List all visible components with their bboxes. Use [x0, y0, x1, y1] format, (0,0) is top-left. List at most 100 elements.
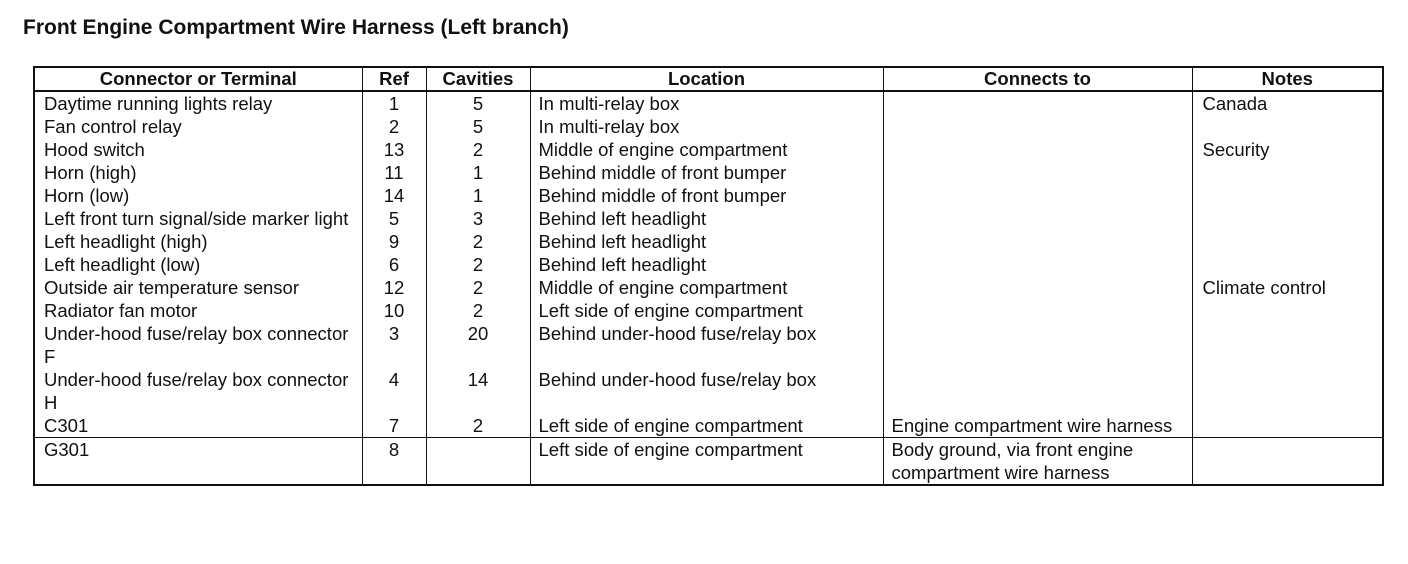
ref-cell: 13	[361, 138, 426, 161]
location-cell: Left side of engine compartment	[529, 299, 883, 322]
table-header-row: Connector or Terminal Ref Cavities Locat…	[34, 67, 1383, 92]
connects-to-cell	[882, 322, 1192, 368]
connects-to-cell: Engine compartment wire harness	[882, 414, 1192, 438]
connects-to-cell	[882, 207, 1192, 230]
table-row: Left front turn signal/side marker light…	[34, 207, 1383, 230]
notes-cell	[1191, 161, 1383, 184]
connector-cell: C301	[44, 415, 89, 436]
table-row: Under-hood fuse/relay box connector F 3 …	[34, 322, 1383, 368]
ref-cell: 7	[361, 414, 426, 438]
notes-cell	[1191, 230, 1383, 253]
connects-to-cell	[882, 161, 1192, 184]
connects-to-cell	[882, 276, 1192, 299]
ref-cell: 14	[361, 184, 426, 207]
location-cell: Behind under-hood fuse/relay box	[529, 368, 883, 414]
connector-cell: Horn (high)	[44, 162, 137, 183]
location-cell: Middle of engine compartment	[529, 138, 883, 161]
connector-cell: Daytime running lights relay	[44, 93, 273, 114]
connector-cell: Under-hood fuse/relay box connector H	[44, 369, 349, 413]
notes-cell: Canada	[1191, 91, 1383, 115]
ref-cell: 5	[361, 207, 426, 230]
notes-cell: Security	[1191, 138, 1383, 161]
cavities-cell: 5	[425, 115, 530, 138]
cavities-cell: 2	[425, 253, 530, 276]
connects-to-cell	[882, 368, 1192, 414]
ref-cell: 2	[361, 115, 426, 138]
location-cell: Behind under-hood fuse/relay box	[529, 322, 883, 368]
page-title: Front Engine Compartment Wire Harness (L…	[23, 16, 569, 39]
notes-cell	[1191, 414, 1383, 438]
ref-cell: 4	[361, 368, 426, 414]
table-row: Horn (high) 11 1 Behind middle of front …	[34, 161, 1383, 184]
connector-cell: Left headlight (low)	[44, 254, 201, 275]
ref-cell: 12	[361, 276, 426, 299]
column-header-location: Location	[529, 67, 883, 92]
notes-cell	[1191, 299, 1383, 322]
ref-cell: 10	[361, 299, 426, 322]
cavities-cell: 20	[425, 322, 530, 368]
connector-cell: Left front turn signal/side marker light	[44, 208, 349, 229]
notes-cell	[1191, 207, 1383, 230]
ref-cell: 9	[361, 230, 426, 253]
table-row: Left headlight (high) 9 2 Behind left he…	[34, 230, 1383, 253]
notes-cell	[1191, 368, 1383, 414]
ref-cell: 6	[361, 253, 426, 276]
location-cell: In multi-relay box	[529, 115, 883, 138]
table-row: Outside air temperature sensor 12 2 Midd…	[34, 276, 1383, 299]
connector-cell: Fan control relay	[44, 116, 182, 137]
table-row: Daytime running lights relay 1 5 In mult…	[34, 91, 1383, 115]
ref-cell: 3	[361, 322, 426, 368]
notes-cell	[1191, 253, 1383, 276]
ref-cell: 1	[361, 91, 426, 115]
column-header-ref: Ref	[361, 67, 426, 92]
connects-to-cell	[882, 115, 1192, 138]
location-cell: Behind left headlight	[529, 253, 883, 276]
connector-cell: G301	[34, 437, 362, 485]
connects-to-cell	[882, 253, 1192, 276]
cavities-cell: 1	[425, 184, 530, 207]
connects-to-cell	[882, 230, 1192, 253]
location-cell: Behind left headlight	[529, 207, 883, 230]
location-cell: Behind middle of front bumper	[529, 161, 883, 184]
column-header-connects-to: Connects to	[882, 67, 1192, 92]
cavities-cell	[425, 437, 530, 485]
column-header-notes: Notes	[1191, 67, 1383, 92]
connector-cell: Horn (low)	[44, 185, 130, 206]
table-row: Left headlight (low) 6 2 Behind left hea…	[34, 253, 1383, 276]
table-row: C301 7 2 Left side of engine compartment…	[34, 414, 1383, 438]
connects-to-cell	[882, 299, 1192, 322]
table-row: Horn (low) 14 1 Behind middle of front b…	[34, 184, 1383, 207]
cavities-cell: 2	[425, 230, 530, 253]
connector-cell: Radiator fan motor	[44, 300, 198, 321]
table-row: G301 8 Left side of engine compartment B…	[34, 437, 1383, 485]
connector-cell: Under-hood fuse/relay box connector F	[44, 323, 349, 367]
connector-cell: Outside air temperature sensor	[44, 277, 300, 298]
connects-to-cell	[882, 184, 1192, 207]
connects-to-cell	[882, 91, 1192, 115]
column-header-connector: Connector or Terminal	[34, 67, 362, 92]
notes-cell	[1191, 437, 1383, 485]
location-cell: Middle of engine compartment	[529, 276, 883, 299]
table-row: Hood switch 13 2 Middle of engine compar…	[34, 138, 1383, 161]
cavities-cell: 2	[425, 414, 530, 438]
notes-cell	[1191, 322, 1383, 368]
table-row: Radiator fan motor 10 2 Left side of eng…	[34, 299, 1383, 322]
location-cell: In multi-relay box	[529, 91, 883, 115]
notes-cell: Climate control	[1191, 276, 1383, 299]
connector-cell: Hood switch	[44, 139, 145, 160]
cavities-cell: 5	[425, 91, 530, 115]
cavities-cell: 2	[425, 138, 530, 161]
location-cell: Left side of engine compartment	[529, 437, 883, 485]
ref-cell: 8	[361, 437, 426, 485]
table-row: Fan control relay 2 5 In multi-relay box	[34, 115, 1383, 138]
harness-table: Connector or Terminal Ref Cavities Locat…	[33, 66, 1384, 486]
connects-to-cell	[882, 138, 1192, 161]
notes-cell	[1191, 115, 1383, 138]
table-row: Under-hood fuse/relay box connector H 4 …	[34, 368, 1383, 414]
cavities-cell: 14	[425, 368, 530, 414]
cavities-cell: 2	[425, 276, 530, 299]
location-cell: Left side of engine compartment	[529, 414, 883, 438]
ref-cell: 11	[361, 161, 426, 184]
cavities-cell: 2	[425, 299, 530, 322]
cavities-cell: 1	[425, 161, 530, 184]
